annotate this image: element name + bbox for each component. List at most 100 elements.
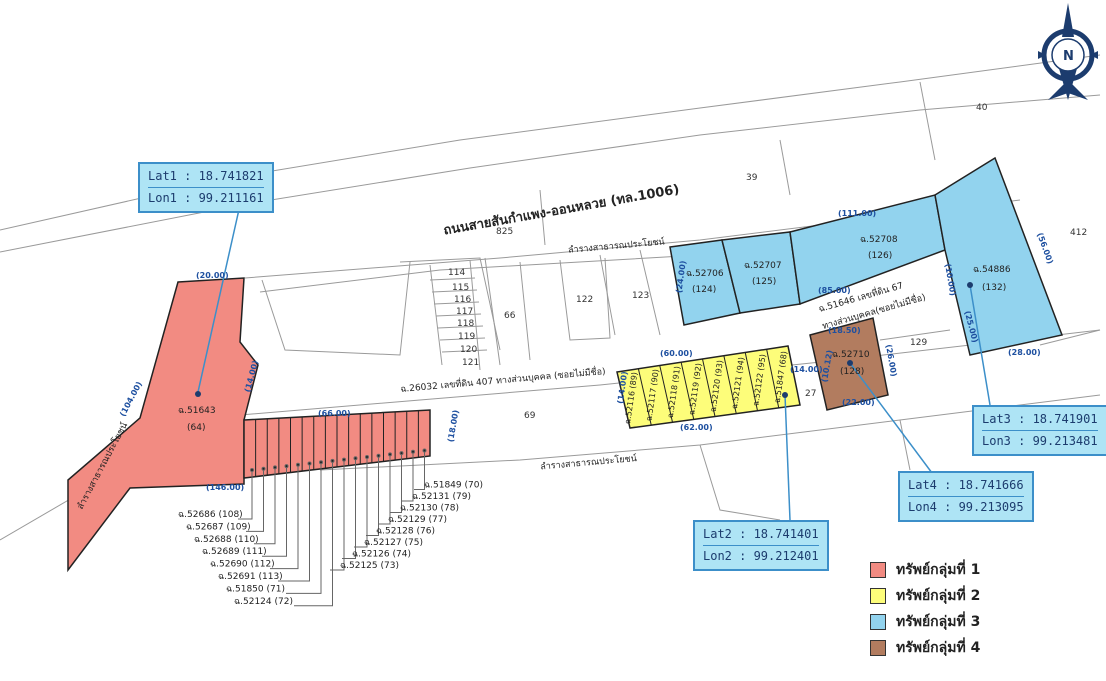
coordinate-points: [195, 282, 973, 398]
svg-text:(85.00): (85.00): [818, 286, 851, 295]
group2-divider: [723, 355, 737, 414]
parcel-51643-no: (64): [187, 423, 205, 433]
group1-parcels[interactable]: [67, 277, 431, 573]
public-road-top-label: ลำรางสาธารณประโยชน์: [568, 235, 666, 255]
legend-swatch-group1: [870, 561, 886, 578]
parcel-leader-line: [342, 458, 356, 559]
svg-text:116: 116: [454, 295, 471, 305]
svg-text:115: 115: [452, 283, 469, 293]
coord-box-2: Lat2 : 18.741401 Lon2 : 99.212401: [693, 520, 829, 571]
parcel-leader-line: [354, 457, 368, 548]
group3-parcels[interactable]: [669, 156, 1064, 356]
parcel-52710-no: (128): [840, 367, 864, 377]
svg-text:(18.00): (18.00): [446, 409, 461, 443]
svg-text:122: 122: [576, 295, 593, 305]
parcel-leader-label: ฉ.52691 (113): [218, 572, 283, 582]
parcel-leader-label: ฉ.51850 (71): [226, 584, 285, 594]
group2-divider: [680, 362, 695, 420]
parcel-leader-line: [278, 463, 310, 582]
parcel-leader-dot: [376, 453, 381, 458]
parcel-leader-dot: [250, 468, 254, 472]
svg-text:(14.00): (14.00): [790, 365, 823, 374]
parcel-leader-dot: [284, 464, 289, 469]
coord-box-3: Lat3 : 18.741901 Lon3 : 99.213481: [972, 405, 1106, 456]
svg-text:120: 120: [460, 345, 477, 355]
parcel-leader-label: ฉ.52127 (75): [364, 538, 423, 548]
parcel-54886[interactable]: [934, 156, 1064, 356]
parcel-54886-no: (132): [982, 283, 1006, 293]
parcel-leader-line: [414, 450, 425, 490]
svg-text:27: 27: [805, 389, 816, 399]
parcel-leader-label: ฉ.52130 (78): [400, 504, 459, 514]
svg-text:(24.00): (24.00): [674, 260, 687, 294]
svg-text:39: 39: [746, 173, 758, 183]
parcel-leader-label: ฉ.52128 (76): [376, 527, 435, 537]
coord-3-lon: Lon3 : 99.213481: [982, 434, 1098, 448]
parcel-leader-line: [402, 451, 414, 502]
coord-2-lon: Lon2 : 99.212401: [703, 549, 819, 563]
parcel-leader-dot: [330, 458, 335, 463]
svg-text:121: 121: [462, 358, 479, 368]
svg-text:129: 129: [910, 338, 927, 348]
parcel-leader-line: [294, 460, 333, 607]
parcel-leader-label: ฉ.51849 (70): [424, 481, 483, 491]
group2-divider: [744, 352, 758, 411]
parcel-52710-deed: ฉ.52710: [832, 350, 870, 360]
parcel-leader-label: ฉ.52688 (110): [194, 535, 259, 545]
parcel-52707-deed: ฉ.52707: [744, 261, 782, 271]
group2-divider: [766, 349, 780, 408]
coord-box-1: Lat1 : 18.741821 Lon1 : 99.211161: [138, 162, 274, 213]
parcel-leader-label: ฉ.52690 (112): [210, 560, 275, 570]
main-road-label: ถนนสายสันกำแพง-ออนหลวย (ทล.1006): [442, 181, 680, 238]
parcel-leader-dot: [296, 462, 300, 467]
parcel-leader-dot: [261, 466, 266, 471]
svg-text:(60.00): (60.00): [660, 349, 693, 358]
coord-4-lat: Lat4 : 18.741666: [908, 475, 1024, 497]
parcel-leader-line: [286, 462, 322, 594]
svg-text:412: 412: [1070, 228, 1087, 238]
svg-text:40: 40: [976, 103, 988, 113]
legend-item-group3: ทรัพย์กลุ่มที่ 3: [870, 609, 1100, 634]
legend-label-group4: ทรัพย์กลุ่มที่ 4: [896, 639, 981, 656]
svg-text:(56.00): (56.00): [1035, 232, 1055, 266]
parcel-leader-label: ฉ.52689 (111): [202, 547, 267, 557]
legend-label-group1: ทรัพย์กลุ่มที่ 1: [896, 561, 981, 578]
parcel-leader-line: [254, 467, 276, 545]
group2-divider: [637, 368, 652, 426]
svg-text:825: 825: [496, 227, 513, 237]
svg-text:117: 117: [456, 307, 473, 317]
parcel-leader-dot: [273, 465, 277, 470]
compass-icon: N: [1038, 3, 1098, 100]
parcel-52708-deed: ฉ.52708: [860, 235, 898, 245]
legend-item-group4: ทรัพย์กลุ่มที่ 4: [870, 635, 1100, 660]
group2-parcels[interactable]: [616, 345, 801, 429]
parcel-leader-line: [330, 459, 345, 571]
svg-text:119: 119: [458, 332, 475, 342]
parcel-52708-no: (126): [868, 251, 892, 261]
parcel-leader-label: ฉ.52687 (109): [186, 522, 251, 532]
parcel-51643-deed: ฉ.51643: [178, 406, 216, 416]
legend-item-group2: ทรัพย์กลุ่มที่ 2: [870, 583, 1100, 608]
coord-box-4: Lat4 : 18.741666 Lon4 : 99.213095: [898, 471, 1034, 522]
parcel-leader-dot: [388, 452, 392, 457]
legend-swatch-group2: [870, 587, 886, 604]
svg-text:66: 66: [504, 311, 516, 321]
svg-text:(26.00): (26.00): [884, 344, 899, 378]
parcel-leader-label: ฉ.52686 (108): [178, 510, 243, 520]
parcel-leader-line: [366, 455, 379, 536]
parcel-leader-dot: [422, 448, 427, 453]
parcel-51643[interactable]: [67, 277, 259, 573]
group2-divider: [702, 358, 716, 417]
coord-3-lat: Lat3 : 18.741901: [982, 409, 1098, 431]
svg-text:118: 118: [457, 319, 474, 329]
parcel-52707-no: (125): [752, 277, 776, 287]
coord-1-lat: Lat1 : 18.741821: [148, 166, 264, 188]
parcel-leader-dot: [353, 456, 358, 461]
svg-text:(18.50): (18.50): [828, 326, 861, 335]
public-road-bottom-label: ลำรางสาธารณประโยชน์: [540, 452, 638, 472]
svg-text:69: 69: [524, 411, 536, 421]
parcel-leader-dot: [319, 460, 323, 465]
parcel-leader-line: [378, 454, 391, 525]
coordinate-leaders: [197, 204, 991, 521]
